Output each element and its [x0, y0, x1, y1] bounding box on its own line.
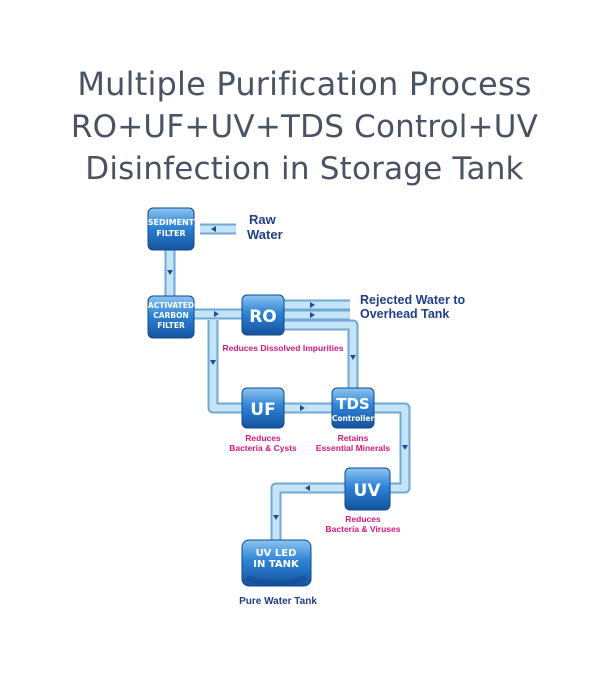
title-block: Multiple Purification Process RO+UF+UV+T… — [0, 62, 609, 190]
pipe-carbon-uf — [207, 320, 242, 414]
sediment-line-1: SEDIMENT — [148, 218, 195, 227]
pipe-ro-tds — [284, 319, 359, 392]
uv-description-1: Reduces — [345, 514, 381, 524]
arrow-icon — [167, 270, 173, 275]
title-line-2: RO+UF+UV+TDS Control+UV — [70, 109, 539, 145]
arrow-icon — [273, 515, 279, 520]
rejected-line-1: Rejected Water to — [360, 293, 465, 307]
node-uv: UV — [344, 467, 391, 511]
node-tds: TDS Controller — [331, 387, 375, 429]
arrow-icon — [211, 226, 216, 232]
node-carbon-filter: ACTIVATED CARBON FILTER — [147, 295, 195, 339]
ro-label: RO — [249, 307, 277, 327]
arrow-icon — [300, 405, 305, 411]
tds-description-1: Retains — [338, 433, 369, 443]
carbon-line-2: CARBON — [153, 311, 188, 320]
arrow-icon — [305, 485, 310, 491]
node-sediment-filter: SEDIMENT FILTER — [147, 207, 195, 251]
uv-label: UV — [354, 481, 382, 501]
tds-label: TDS — [336, 395, 370, 413]
title-line-1: Multiple Purification Process — [77, 65, 532, 103]
arrow-icon — [310, 302, 315, 308]
carbon-line-3: FILTER — [157, 321, 185, 330]
rejected-line-2: Overhead Tank — [360, 307, 449, 321]
arrow-icon — [350, 355, 356, 360]
arrow-icon — [310, 312, 315, 318]
flow-arrows — [167, 226, 408, 520]
raw-water-line-1: Raw — [249, 212, 277, 227]
sediment-line-2: FILTER — [156, 229, 185, 238]
tds-sub: Controller — [332, 414, 375, 423]
raw-water-line-2: Water — [247, 227, 283, 242]
title-line-3: Disinfection in Storage Tank — [85, 151, 524, 187]
tank-line-2: IN TANK — [253, 559, 300, 570]
tds-description-2: Essential Minerals — [316, 443, 390, 453]
arrow-icon — [402, 445, 408, 450]
carbon-line-1: ACTIVATED — [148, 301, 194, 310]
pure-water-tank-label: Pure Water Tank — [239, 596, 317, 607]
uf-description-2: Bacteria & Cysts — [229, 443, 297, 453]
ro-description: Reduces Dissolved Impurities — [223, 343, 344, 353]
node-ro: RO — [241, 294, 285, 336]
node-uv-led-tank: UV LED IN TANK — [241, 539, 312, 587]
uv-description-2: Bacteria & Viruses — [326, 524, 401, 534]
arrow-icon — [214, 311, 219, 317]
arrow-icon — [210, 360, 216, 365]
node-uf: UF — [241, 387, 285, 429]
uf-description-1: Reduces — [245, 433, 281, 443]
uf-label: UF — [250, 400, 275, 420]
tank-line-1: UV LED — [256, 548, 297, 559]
